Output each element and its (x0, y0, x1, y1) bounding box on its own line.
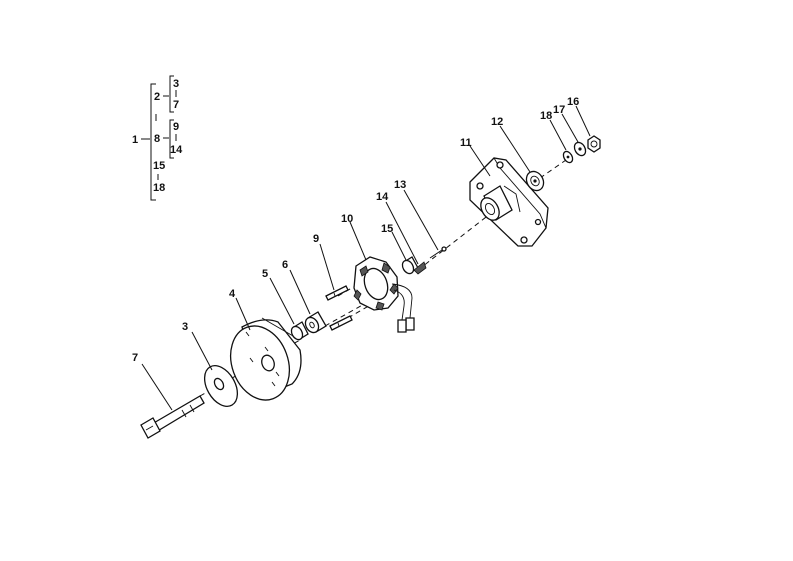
part-16-nut (587, 135, 601, 153)
tree-label-8: 8 (154, 133, 160, 145)
tree-label-15: 15 (153, 160, 165, 172)
tree-label-18: 18 (153, 182, 165, 194)
part-7-bolt (140, 395, 205, 439)
callout-labels: 7 3 4 5 6 9 10 15 14 13 11 12 18 17 16 (132, 96, 579, 364)
callout-14: 14 (376, 191, 389, 203)
part-11-housing (469, 157, 549, 247)
callout-6: 6 (282, 259, 288, 271)
callout-18: 18 (540, 110, 552, 122)
part-6-bearing (304, 311, 327, 334)
callout-11: 11 (460, 137, 472, 149)
tree-label-3: 3 (173, 78, 179, 90)
part-10-stator (353, 256, 415, 333)
tree-label-1: 1 (132, 134, 138, 146)
callout-9: 9 (313, 233, 319, 245)
callout-10: 10 (341, 213, 353, 225)
part-5-spacer (290, 321, 309, 341)
part-4-pulley (230, 317, 302, 401)
leader-lines (141, 105, 591, 411)
assembly-tree: 1 2 8 15 18 3 7 9 14 (132, 75, 183, 201)
callout-17: 17 (553, 104, 565, 116)
callout-5: 5 (262, 268, 268, 280)
callout-13: 13 (394, 179, 406, 191)
callout-7: 7 (132, 352, 138, 364)
tree-label-14: 14 (170, 144, 183, 156)
callout-3: 3 (182, 321, 188, 333)
part-9-screws (325, 285, 353, 331)
callout-4: 4 (229, 288, 236, 300)
tree-label-7: 7 (173, 99, 179, 111)
part-12-bearing (525, 170, 545, 192)
callout-16: 16 (567, 96, 579, 108)
tree-label-9: 9 (173, 121, 179, 133)
part-17-washer (573, 141, 587, 157)
tree-label-2: 2 (154, 91, 160, 103)
callout-15: 15 (381, 223, 393, 235)
part-14-clip (413, 261, 427, 275)
callout-12: 12 (491, 116, 503, 128)
part-18-washer (562, 150, 574, 164)
part-13-pin (429, 246, 447, 259)
